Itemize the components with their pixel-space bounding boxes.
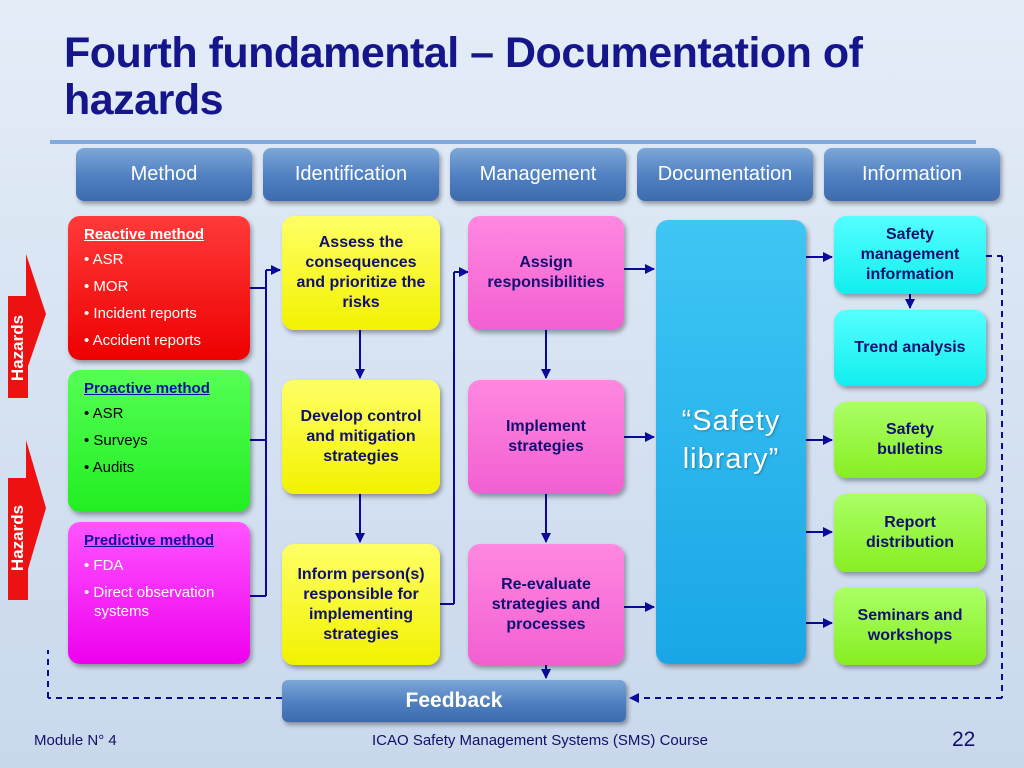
reactive-method-title: Reactive method — [84, 226, 205, 243]
re-evaluate-box: Re-evaluate strategies and processes — [468, 544, 624, 665]
slide-title: Fourth fundamental – Documentation of ha… — [64, 29, 863, 124]
page-number: 22 — [952, 728, 976, 751]
implement-strategies-box: Implement strategies — [468, 380, 624, 494]
reactive-item: • Accident reports — [84, 332, 201, 349]
feedback-bar: Feedback — [282, 680, 626, 722]
develop-strategies-box: Develop control and mitigation strategie… — [282, 380, 440, 494]
header-information: Information — [824, 148, 1000, 201]
reactive-method-box: Reactive method • ASR • MOR • Incident r… — [68, 216, 250, 360]
reactive-item: • MOR — [84, 278, 129, 295]
header-identification: Identification — [263, 148, 439, 201]
safety-library-box — [656, 220, 806, 664]
seminars-workshops-box: Seminars and workshops — [834, 587, 986, 665]
predictive-item: • Direct observation systems — [84, 584, 215, 620]
footer-course: ICAO Safety Management Systems (SMS) Cou… — [372, 732, 708, 749]
safety-management-info-box: Safety management information — [834, 216, 986, 294]
proactive-item: • Surveys — [84, 432, 148, 449]
assess-consequences-box: Assess the consequences and prioritize t… — [282, 216, 440, 330]
safety-library-line2: library” — [682, 443, 780, 475]
report-distribution-box: Report distribution — [834, 494, 986, 572]
header-method: Method — [76, 148, 252, 201]
safety-bulletins-box: Safety bulletins — [834, 402, 986, 478]
trend-analysis-box: Trend analysis — [834, 310, 986, 386]
reactive-item: • ASR — [84, 251, 124, 268]
assign-responsibilities-box: Assign responsibilities — [468, 216, 624, 330]
safety-library-line1: “Safety — [681, 405, 781, 437]
proactive-method-box: Proactive method • ASR • Surveys • Audit… — [68, 370, 250, 512]
predictive-method-box: Predictive method • FDA • Direct observa… — [68, 522, 250, 664]
proactive-item: • ASR — [84, 405, 124, 422]
hazards-label-upper: Hazards — [8, 314, 27, 382]
proactive-item: • Audits — [84, 459, 135, 476]
proactive-method-title: Proactive method — [84, 380, 210, 397]
header-documentation: Documentation — [637, 148, 813, 201]
header-management: Management — [450, 148, 626, 201]
title-divider — [50, 140, 976, 144]
predictive-method-title: Predictive method — [84, 532, 215, 549]
inform-persons-box: Inform person(s) responsible for impleme… — [282, 544, 440, 665]
reactive-item: • Incident reports — [84, 305, 197, 322]
footer-module: Module N° 4 — [34, 732, 117, 749]
safety-library-label: “Safety library” — [656, 402, 806, 478]
predictive-item: • FDA — [84, 557, 124, 574]
hazards-label-lower: Hazards — [8, 504, 27, 572]
